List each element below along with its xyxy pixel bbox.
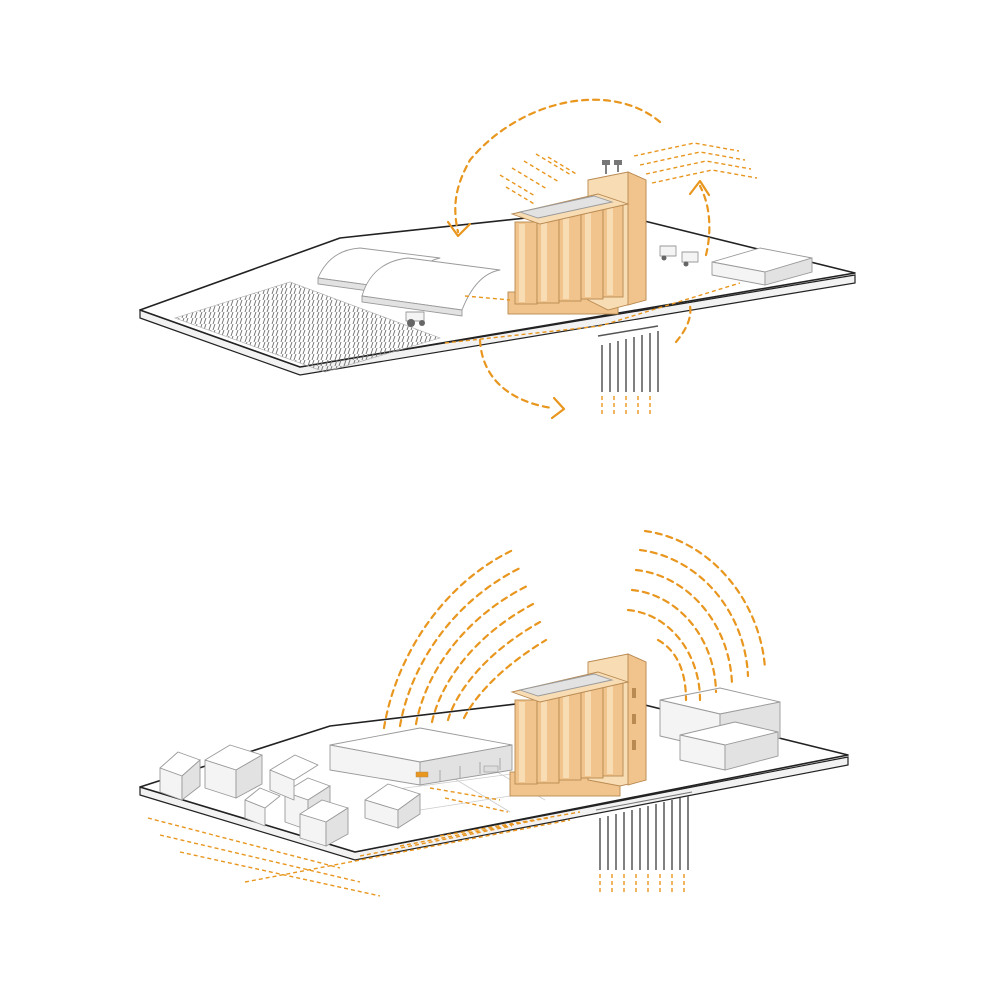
urban-scenario: [139, 529, 849, 897]
greenhouse-right: [361, 257, 501, 317]
industrial-scenario: [139, 98, 856, 420]
broadcast-waves-left: [382, 548, 548, 730]
car-icon: [415, 765, 499, 778]
underground-pipes-urban: [595, 791, 693, 894]
houses-left: [159, 744, 421, 847]
warehouses-right: [659, 687, 781, 771]
tractor-icon: [405, 311, 425, 327]
inflow-stream: [499, 153, 579, 206]
truck-icon: [659, 245, 699, 267]
underground-pipes: [597, 325, 659, 414]
warehouse: [711, 247, 813, 286]
street-flow-arrows: [147, 787, 581, 897]
outflow-stream: [633, 142, 758, 184]
broadcast-waves-right: [626, 529, 767, 702]
grain-silo-complex: [507, 160, 647, 315]
crop-field: [174, 281, 441, 373]
grain-silo-complex-urban: [509, 653, 647, 797]
site-plate: [139, 209, 856, 376]
terrace-buildings: [329, 727, 513, 786]
